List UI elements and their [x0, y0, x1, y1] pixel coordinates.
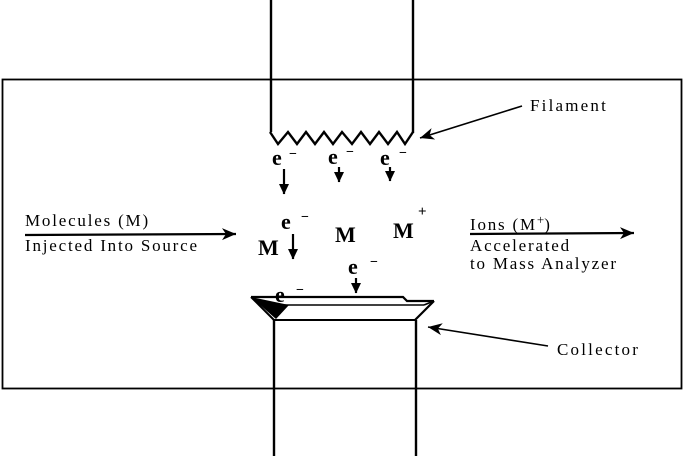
electron-charge-5: −: [370, 255, 378, 270]
ions-annotation-line2: Accelerated: [470, 236, 571, 255]
electron-symbol-2: e: [328, 144, 338, 169]
molecule-symbol-left: M: [258, 235, 279, 260]
collector-left-cap: [251, 297, 289, 319]
filament-zigzag: [269, 129, 414, 147]
ions-outlet-arrow: [469, 227, 635, 240]
electron-symbol-3: e: [380, 145, 390, 170]
electron-symbol-5: e: [348, 254, 358, 279]
ion-charge-superscript: +: [536, 212, 545, 227]
electron-charge-3: −: [399, 146, 407, 161]
collector-pointer-arrow: [427, 323, 549, 347]
collector-left-edge: [250, 296, 275, 321]
filament-label: Filament: [530, 96, 609, 115]
molecules-inlet-arrow: [24, 228, 237, 241]
molecules-annotation-line1: Molecules (M): [25, 211, 150, 230]
ions-annotation-line1: Ions (M+): [470, 210, 552, 234]
electron-symbol-4: e: [281, 209, 291, 234]
electron-symbol-6: e: [275, 282, 285, 307]
molecule-symbol-center: M: [335, 222, 356, 247]
collector-right-edge: [414, 300, 435, 321]
collector-top-rim: [251, 295, 434, 303]
electron-charge-2: −: [346, 145, 354, 160]
ion-charge: +: [418, 204, 427, 220]
source-chamber-box: [1, 78, 683, 390]
ions-annotation-line1-base: Ions (M: [470, 215, 537, 234]
ion-symbol: M: [393, 218, 414, 243]
collector-tray: [250, 295, 435, 321]
electron-charge-1: −: [289, 147, 297, 162]
electron-symbol-1: e: [272, 145, 282, 170]
ions-annotation-line1-close: ): [544, 215, 552, 234]
molecules-annotation-line2: Injected Into Source: [25, 236, 199, 255]
collector-label: Collector: [557, 340, 641, 359]
electron-charge-6: −: [296, 283, 304, 298]
filament-pointer-arrow: [419, 105, 523, 140]
electron-charge-4: −: [301, 210, 309, 225]
ions-annotation-line3: to Mass Analyzer: [470, 254, 618, 273]
